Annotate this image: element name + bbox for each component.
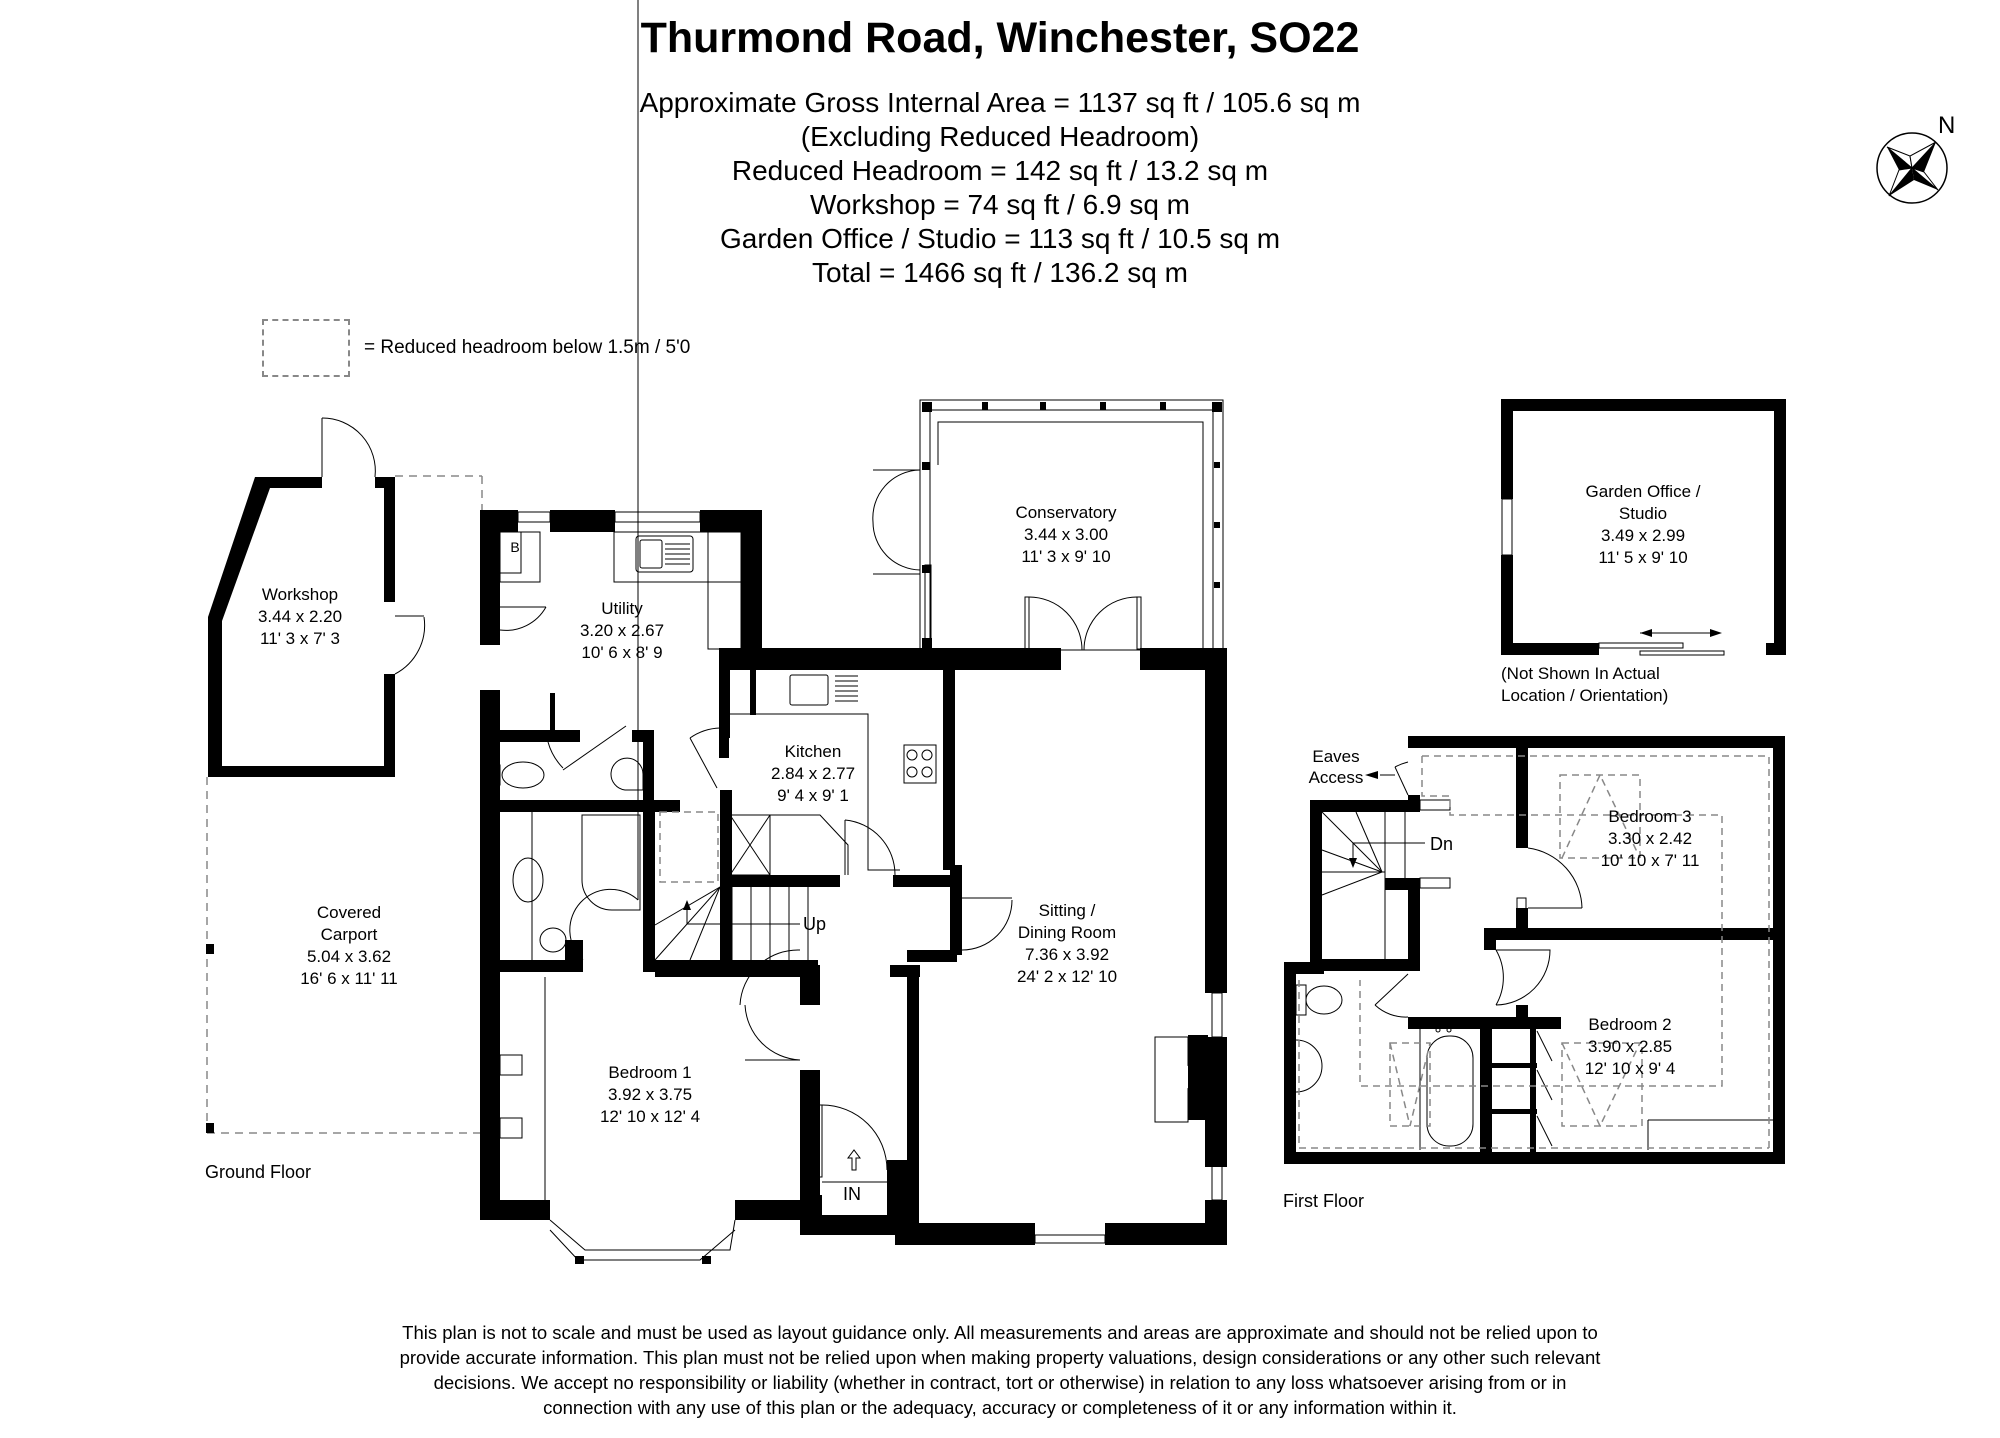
bedroom1-walls bbox=[480, 965, 820, 1220]
bedroom2-name: Bedroom 2 bbox=[1588, 1015, 1671, 1034]
area-total: Total = 1466 sq ft / 136.2 sq m bbox=[812, 257, 1188, 288]
sitting-room-fittings bbox=[961, 897, 1223, 1244]
garden-office-name-line2: Studio bbox=[1619, 504, 1667, 523]
ground-floor-label: Ground Floor bbox=[205, 1162, 311, 1182]
bedroom3-metric: 3.30 x 2.42 bbox=[1608, 829, 1692, 848]
area-gross: Approximate Gross Internal Area = 1137 s… bbox=[639, 87, 1361, 118]
bedroom2-imperial: 12' 10 x 9' 4 bbox=[1585, 1059, 1676, 1078]
garden-office-plan bbox=[1501, 399, 1786, 656]
ground-floor-plan: B bbox=[206, 0, 1227, 1264]
stairs-up-label: Up bbox=[803, 914, 826, 934]
kitchen-name: Kitchen bbox=[785, 742, 842, 761]
sitting-metric: 7.36 x 3.92 bbox=[1025, 945, 1109, 964]
conservatory-posts bbox=[922, 402, 1222, 650]
disclaimer-line: provide accurate information. This plan … bbox=[399, 1347, 1601, 1368]
garden-office-metric: 3.49 x 2.99 bbox=[1601, 526, 1685, 545]
shower-room-walls bbox=[480, 800, 655, 980]
first-floor-label: First Floor bbox=[1283, 1191, 1364, 1211]
entrance-door bbox=[739, 949, 888, 1183]
utility-walls bbox=[480, 510, 762, 860]
carport-name-line1: Covered bbox=[317, 903, 381, 922]
kitchen-metric: 2.84 x 2.77 bbox=[771, 764, 855, 783]
hallway-walls bbox=[800, 965, 920, 1235]
disclaimer-line: decisions. We accept no responsibility o… bbox=[433, 1372, 1567, 1393]
legend: = Reduced headroom below 1.5m / 5'0 bbox=[262, 318, 690, 378]
eaves-access-line2: Access bbox=[1309, 768, 1364, 787]
first-floor-reduced-headroom bbox=[1298, 755, 1770, 1149]
bedroom3-imperial: 10' 10 x 7' 11 bbox=[1601, 851, 1700, 870]
conservatory-metric: 3.44 x 3.00 bbox=[1024, 525, 1108, 544]
carport-metric: 5.04 x 3.62 bbox=[307, 947, 391, 966]
garden-office-note-line2: Location / Orientation) bbox=[1501, 686, 1668, 705]
bedroom1-imperial: 12' 10 x 12' 4 bbox=[600, 1107, 700, 1126]
garden-office-name-line1: Garden Office / bbox=[1586, 482, 1701, 501]
area-excluding-note: (Excluding Reduced Headroom) bbox=[800, 121, 1200, 152]
carport-outline bbox=[206, 475, 483, 1134]
workshop-walls bbox=[208, 477, 395, 777]
shower-room-fittings bbox=[487, 0, 641, 961]
utility-fittings bbox=[487, 511, 742, 791]
stairs-down-label: Dn bbox=[1430, 834, 1453, 854]
bedroom1-metric: 3.92 x 3.75 bbox=[608, 1085, 692, 1104]
page-title: Thurmond Road, Winchester, SO22 bbox=[640, 14, 1360, 62]
area-reduced-headroom: Reduced Headroom = 142 sq ft / 13.2 sq m bbox=[731, 155, 1269, 186]
workshop-metric: 3.44 x 2.20 bbox=[258, 607, 342, 626]
bedroom1-fittings bbox=[499, 977, 801, 1261]
garden-office-labels: Garden Office / Studio 3.49 x 2.99 11' 5… bbox=[1501, 482, 1701, 705]
garden-office-note-line1: (Not Shown In Actual bbox=[1501, 664, 1660, 683]
north-compass-icon bbox=[1876, 132, 1948, 204]
first-floor-plan bbox=[1284, 736, 1785, 1164]
area-garden-office: Garden Office / Studio = 113 sq ft / 10.… bbox=[719, 223, 1281, 254]
sitting-name-line1: Sitting / bbox=[1039, 901, 1096, 920]
sitting-imperial: 24' 2 x 12' 10 bbox=[1017, 967, 1117, 986]
conservatory-frame bbox=[872, 399, 1224, 651]
workshop-doors bbox=[321, 417, 426, 675]
carport-name-line2: Carport bbox=[321, 925, 378, 944]
utility-imperial: 10' 6 x 8' 9 bbox=[581, 643, 662, 662]
conservatory-name: Conservatory bbox=[1015, 503, 1117, 522]
sitting-room-walls bbox=[881, 648, 1227, 1245]
disclaimer-line: connection with any use of this plan or … bbox=[543, 1397, 1457, 1418]
workshop-name: Workshop bbox=[262, 585, 338, 604]
utility-name: Utility bbox=[601, 599, 643, 618]
bedroom3-name: Bedroom 3 bbox=[1608, 807, 1691, 826]
bedroom1-name: Bedroom 1 bbox=[608, 1063, 691, 1082]
workshop-imperial: 11' 3 x 7' 3 bbox=[260, 629, 340, 648]
bedroom2-metric: 3.90 x 2.85 bbox=[1588, 1037, 1672, 1056]
utility-metric: 3.20 x 2.67 bbox=[580, 621, 664, 640]
area-summary: Approximate Gross Internal Area = 1137 s… bbox=[0, 86, 2000, 290]
dashed-box-icon bbox=[262, 319, 350, 377]
garden-office-imperial: 11' 5 x 9' 10 bbox=[1598, 548, 1687, 567]
entrance-label: IN bbox=[843, 1184, 861, 1204]
compass-north-label: N bbox=[1938, 112, 1956, 139]
first-floor-labels: Bedroom 3 3.30 x 2.42 10' 10 x 7' 11 Bed… bbox=[1283, 747, 1699, 1211]
boiler-marker: B bbox=[510, 539, 519, 555]
stairs-up bbox=[643, 885, 818, 972]
kitchen-imperial: 9' 4 x 9' 1 bbox=[777, 786, 849, 805]
reduced-headroom-area bbox=[659, 811, 719, 883]
carport-imperial: 16' 6 x 11' 11 bbox=[300, 969, 398, 988]
legend-text: = Reduced headroom below 1.5m / 5'0 bbox=[364, 337, 691, 358]
eaves-access-line1: Eaves bbox=[1312, 747, 1359, 766]
disclaimer: This plan is not to scale and must be us… bbox=[240, 1320, 1760, 1420]
ground-floor-labels: Workshop 3.44 x 2.20 11' 3 x 7' 3 Utilit… bbox=[205, 503, 1117, 1182]
kitchen-fittings bbox=[689, 649, 937, 876]
conservatory-imperial: 11' 3 x 9' 10 bbox=[1021, 547, 1110, 566]
area-workshop: Workshop = 74 sq ft / 6.9 sq m bbox=[810, 189, 1190, 220]
disclaimer-line: This plan is not to scale and must be us… bbox=[402, 1322, 1598, 1343]
sitting-name-line2: Dining Room bbox=[1018, 923, 1116, 942]
